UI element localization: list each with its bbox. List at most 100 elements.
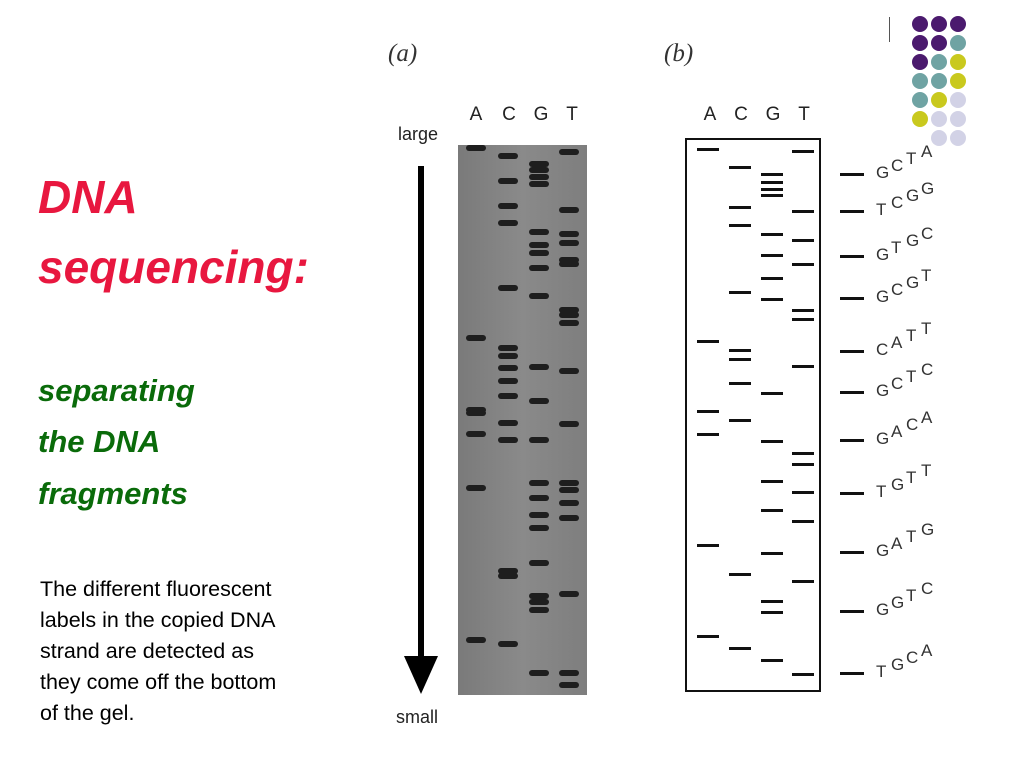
slide-title-line-1: DNA	[38, 171, 138, 223]
decorative-dot	[950, 35, 966, 51]
sequence-letter: T	[921, 461, 932, 480]
diagram-band	[761, 659, 783, 662]
sequence-marker	[840, 350, 864, 353]
diagram-band	[761, 233, 783, 236]
diagram-band	[761, 509, 783, 512]
gel-band	[498, 393, 518, 399]
gel-lane-label-t: T	[566, 104, 578, 125]
diagram-band	[761, 188, 783, 191]
sequence-letter: C	[891, 156, 904, 175]
diagram-band	[792, 210, 814, 213]
subtitle-line-3: fragments	[38, 476, 188, 511]
body-line-2: labels in the copied DNA	[40, 608, 276, 632]
sequence-letter: T	[906, 468, 917, 487]
gel-lane-label-c: C	[502, 104, 516, 125]
gel-band	[466, 431, 486, 437]
sequence-letter: T	[876, 200, 887, 219]
diagram-band	[792, 463, 814, 466]
diagram-band	[697, 544, 719, 547]
gel-band	[466, 145, 486, 151]
sequence-letter: T	[876, 662, 887, 681]
sequence-letter: C	[921, 579, 934, 598]
gel-band	[559, 240, 579, 246]
decorative-dot	[912, 73, 928, 89]
sequence-letter: T	[921, 266, 932, 285]
diagram-band	[792, 673, 814, 676]
gel-band	[559, 682, 579, 688]
subtitle-line-1: separating	[38, 373, 195, 408]
decorative-dot	[950, 92, 966, 108]
gel-band	[498, 220, 518, 226]
gel-band	[559, 368, 579, 374]
sequence-letter: G	[921, 179, 935, 198]
panel-a-label: (a)	[388, 40, 418, 67]
sequence-letter: T	[876, 482, 887, 501]
decorative-dot	[931, 130, 947, 146]
gel-band	[498, 285, 518, 291]
sequence-letter: C	[921, 360, 934, 379]
gel-band	[466, 637, 486, 643]
gel-band	[529, 599, 549, 605]
sequence-letter: G	[876, 429, 890, 448]
sequence-marker	[840, 255, 864, 258]
sequence-diagram-frame	[685, 138, 821, 692]
sequence-letter: T	[906, 367, 917, 386]
sequence-letter: G	[921, 520, 935, 539]
decorative-dot	[912, 111, 928, 127]
gel-band	[529, 560, 549, 566]
diagram-lane-label-a: A	[703, 104, 717, 125]
decorative-dot	[931, 73, 947, 89]
gel-band	[529, 495, 549, 501]
gel-band	[529, 512, 549, 518]
diagram-band	[761, 440, 783, 443]
gel-band	[529, 250, 549, 256]
diagram-band	[761, 254, 783, 257]
gel-band	[559, 257, 579, 263]
gel-band	[529, 181, 549, 187]
gel-band	[529, 265, 549, 271]
sequence-letter: C	[906, 415, 919, 434]
diagram-band	[792, 309, 814, 312]
body-line-1: The different fluorescent	[40, 577, 272, 601]
panel-b-label: (b)	[664, 40, 694, 67]
gel-band	[498, 420, 518, 426]
gel-band	[498, 378, 518, 384]
sequence-letter: G	[876, 287, 890, 306]
decorative-dot	[950, 16, 966, 32]
gel-band	[529, 670, 549, 676]
gel-lane-label-a: A	[469, 104, 483, 125]
sequence-letter: C	[906, 648, 919, 667]
sequence-marker	[840, 210, 864, 213]
gel-band	[559, 261, 579, 267]
diagram-band	[729, 382, 751, 385]
body-line-5: of the gel.	[40, 701, 135, 725]
sequence-letter: T	[921, 319, 932, 338]
gel-band	[559, 487, 579, 493]
decorative-dot	[950, 111, 966, 127]
sequence-letter: G	[906, 273, 920, 292]
diagram-band	[729, 349, 751, 352]
diagram-band	[792, 491, 814, 494]
sequence-letter: C	[891, 280, 904, 299]
sequence-letter: T	[906, 586, 917, 605]
decorative-dot	[950, 54, 966, 70]
gel-band	[559, 312, 579, 318]
diagram-band	[761, 298, 783, 301]
gel-band	[559, 500, 579, 506]
gel-band	[559, 670, 579, 676]
sequence-letter: G	[891, 475, 905, 494]
gel-band	[559, 149, 579, 155]
sequence-letter: G	[891, 655, 905, 674]
sequence-letter: G	[876, 163, 890, 182]
diagram-band	[792, 150, 814, 153]
gel-lane-label-g: G	[533, 104, 549, 125]
sequence-marker	[840, 492, 864, 495]
gel-band	[529, 480, 549, 486]
body-line-4: they come off the bottom	[40, 670, 277, 694]
gel-band	[498, 365, 518, 371]
sequence-letter: G	[876, 245, 890, 264]
decorative-dot	[912, 35, 928, 51]
sequence-letter: G	[891, 593, 905, 612]
decorative-dot	[950, 73, 966, 89]
